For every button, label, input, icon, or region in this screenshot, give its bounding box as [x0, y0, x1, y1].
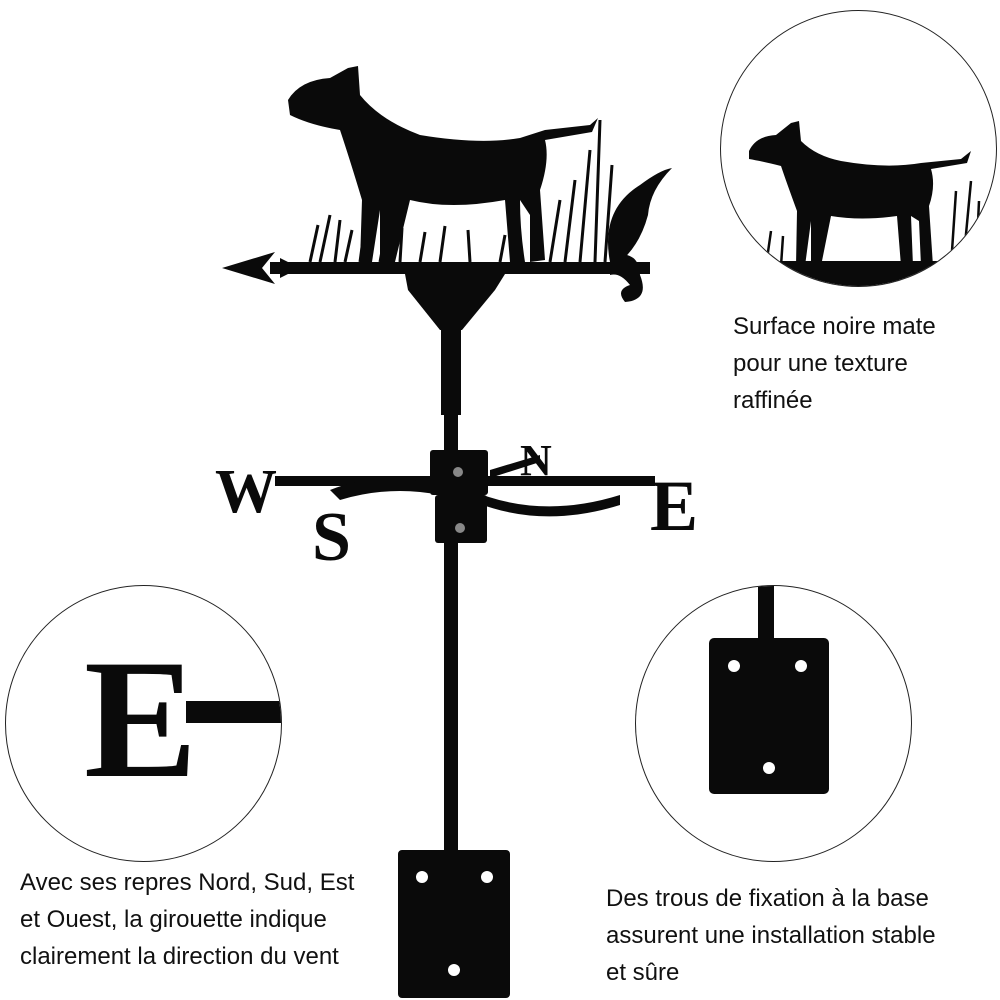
- caption-line: raffinée: [733, 387, 813, 414]
- caption-line: Avec ses repres Nord, Sud, Est: [20, 869, 355, 896]
- caption-line: et Ouest, la girouette indique: [20, 906, 327, 933]
- letter-west: W: [215, 458, 277, 526]
- caption-line: Surface noire mate: [733, 313, 936, 340]
- caption-line: pour une texture: [733, 350, 908, 377]
- svg-text:E: E: [84, 625, 197, 813]
- caption-matte-surface: Surface noire mate pour une texture raff…: [733, 308, 936, 419]
- arrow: [222, 252, 650, 330]
- letter-north: N: [520, 436, 552, 485]
- dog-silhouette: [288, 66, 598, 262]
- caption-compass-directions: Avec ses repres Nord, Sud, Est et Ouest,…: [20, 864, 354, 975]
- letter-south: S: [312, 499, 351, 576]
- pole: [441, 330, 461, 415]
- detail-circle-dog: [720, 10, 997, 287]
- base-plate: [398, 850, 510, 998]
- caption-line: Des trous de fixation à la base: [606, 885, 929, 912]
- caption-line: et sûre: [606, 959, 680, 986]
- caption-mounting-holes: Des trous de fixation à la base assurent…: [606, 880, 936, 991]
- detail-circle-east-letter: E: [5, 585, 282, 862]
- caption-line: assurent une installation stable: [606, 922, 936, 949]
- detail-circle-base-plate: [635, 585, 912, 862]
- caption-line: clairement la direction du vent: [20, 943, 339, 970]
- fox-tail: [608, 168, 672, 262]
- letter-east: E: [650, 466, 698, 546]
